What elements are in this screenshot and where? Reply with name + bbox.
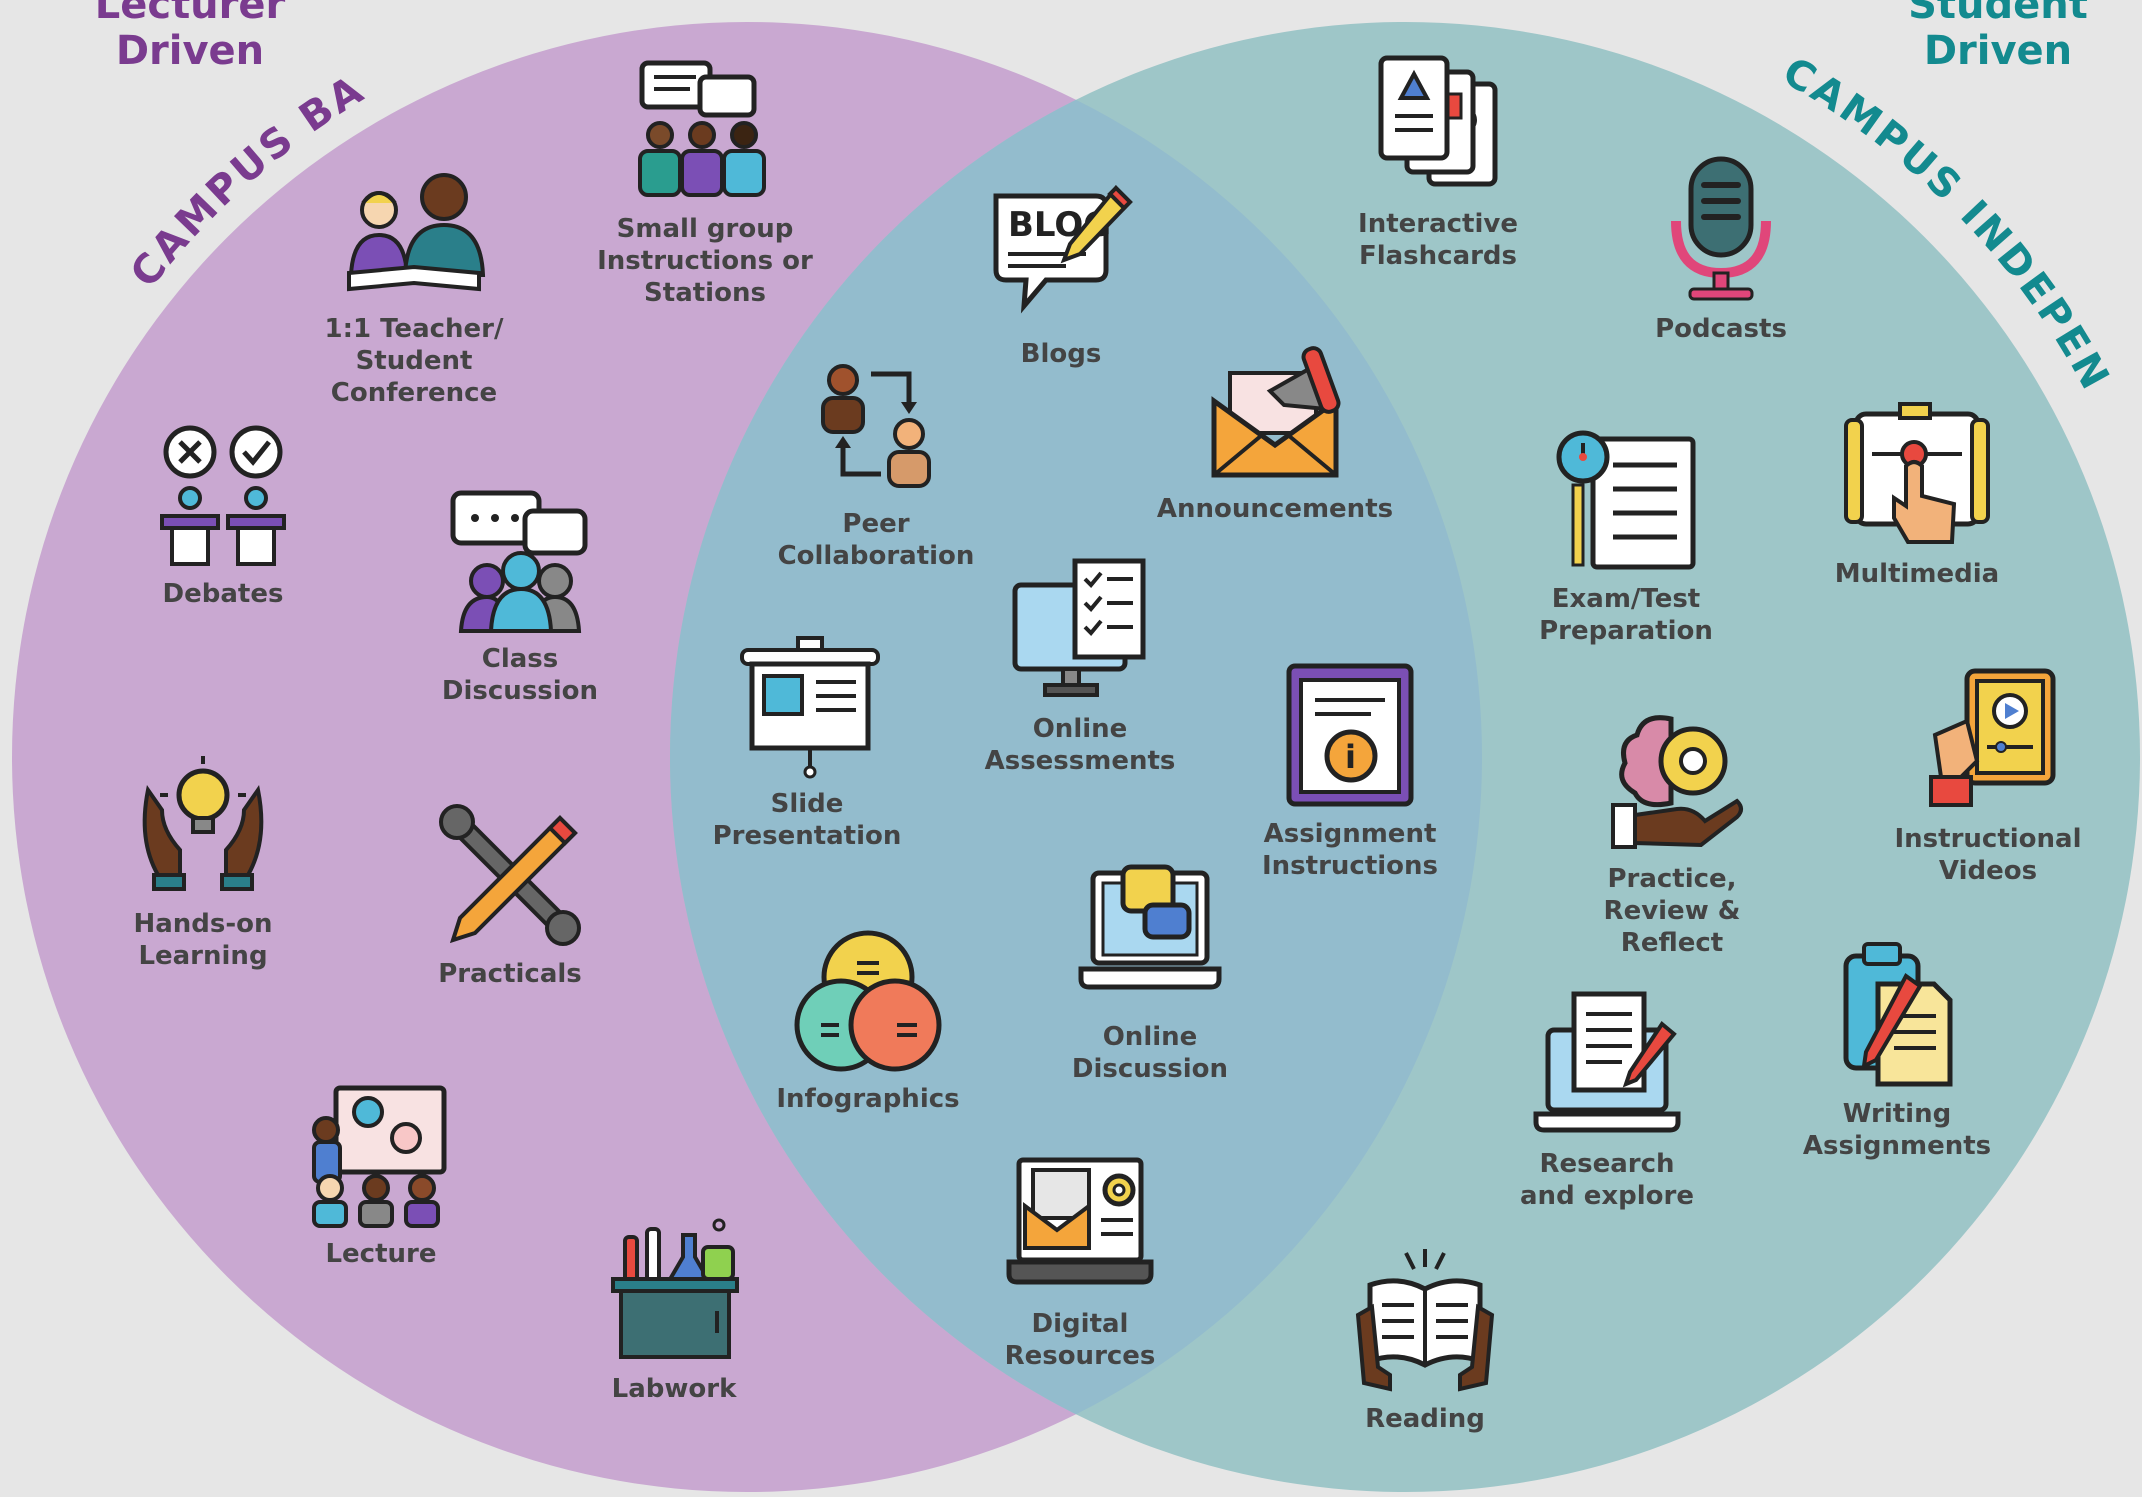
conference-icon xyxy=(347,173,486,292)
label-assignment-instructions: Assignment Instructions xyxy=(1261,819,1439,881)
clipboard-pencil-icon xyxy=(1843,942,1953,1087)
exam-icon xyxy=(1556,430,1696,570)
item-podcasts: Podcasts xyxy=(1571,155,1871,345)
item-flashcards: Interactive Flashcards xyxy=(1288,50,1588,272)
info-clipboard-icon: i xyxy=(1286,663,1414,807)
corner-label-right: Student Driven xyxy=(1908,0,2088,74)
label-online-assessments: Online Assessments xyxy=(984,714,1176,776)
corner-label-left: Lecturer Driven xyxy=(94,0,286,74)
item-research: Research and explore xyxy=(1457,990,1757,1212)
item-practice-reflect: Practice, Review & Reflect xyxy=(1522,705,1822,959)
item-debates: Debates xyxy=(73,420,373,610)
svg-text:i: i xyxy=(1345,738,1356,776)
item-labwork: Labwork xyxy=(524,1215,824,1405)
item-online-discussion: Online Discussion xyxy=(1000,863,1300,1085)
lecture-icon xyxy=(312,1085,447,1228)
laptop-mail-icon xyxy=(1006,1157,1154,1285)
label-podcasts: Podcasts xyxy=(1655,314,1787,344)
item-slide-presentation: Slide Presentation xyxy=(657,630,957,852)
item-small-group: Small group Instructions or Stations xyxy=(555,55,855,309)
item-assignment-instructions: i Assignment Instructions xyxy=(1200,660,1500,882)
label-flashcards: Interactive Flashcards xyxy=(1358,209,1518,271)
item-blogs: BLOG Blogs xyxy=(911,180,1211,370)
item-announcements: Announcements xyxy=(1125,335,1425,525)
label-class-discussion: Class Discussion xyxy=(441,644,599,706)
monitor-checklist-icon xyxy=(1012,558,1146,697)
label-practicals: Practicals xyxy=(438,959,582,989)
label-exam-prep: Exam/Test Preparation xyxy=(1539,584,1713,646)
item-digital-resources: Digital Resources xyxy=(930,1150,1230,1372)
item-practicals: Practicals xyxy=(360,800,660,990)
label-slide-presentation: Slide Presentation xyxy=(712,789,902,851)
label-small-group: Small group Instructions or Stations xyxy=(597,214,813,308)
label-lecture: Lecture xyxy=(325,1239,437,1269)
lightbulb-hands-icon xyxy=(142,756,264,891)
label-writing: Writing Assignments xyxy=(1802,1099,1992,1161)
flashcards-icon xyxy=(1378,55,1498,187)
label-online-discussion: Online Discussion xyxy=(1071,1022,1229,1084)
item-multimedia: Multimedia xyxy=(1767,400,2067,590)
item-online-assessments: Online Assessments xyxy=(930,555,1230,777)
item-instructional-videos: Instructional Videos xyxy=(1838,665,2138,887)
label-instructional-videos: Instructional Videos xyxy=(1894,824,2082,886)
blog-icon: BLOG xyxy=(993,185,1133,314)
label-research: Research and explore xyxy=(1520,1149,1694,1211)
microphone-icon xyxy=(1671,156,1771,301)
item-teacher-conference: 1:1 Teacher/ Student Conference xyxy=(264,155,564,409)
item-hands-on: Hands-on Learning xyxy=(53,750,353,972)
debate-icon xyxy=(160,425,286,566)
discussion-icon xyxy=(450,490,588,633)
tablet-video-icon xyxy=(1929,668,2056,807)
item-exam-prep: Exam/Test Preparation xyxy=(1476,425,1776,647)
label-infographics: Infographics xyxy=(776,1084,960,1114)
item-infographics: Infographics xyxy=(718,925,1018,1115)
laptop-document-icon xyxy=(1533,991,1681,1133)
label-teacher-conference: 1:1 Teacher/ Student Conference xyxy=(324,314,504,408)
item-peer-collab: Peer Collaboration xyxy=(726,350,1026,572)
label-announcements: Announcements xyxy=(1156,494,1394,524)
label-labwork: Labwork xyxy=(611,1374,737,1404)
peer-icon xyxy=(821,364,931,488)
label-digital-resources: Digital Resources xyxy=(1004,1309,1156,1371)
group-meeting-icon xyxy=(638,60,766,197)
label-hands-on: Hands-on Learning xyxy=(133,909,273,971)
megaphone-envelope-icon xyxy=(1211,346,1341,478)
label-multimedia: Multimedia xyxy=(1834,559,2000,589)
label-reading: Reading xyxy=(1365,1404,1485,1434)
presentation-board-icon xyxy=(740,636,880,779)
item-class-discussion: Class Discussion xyxy=(370,485,670,707)
open-book-icon xyxy=(1355,1249,1495,1392)
item-writing: Writing Assignments xyxy=(1747,940,2047,1162)
label-practice-reflect: Practice, Review & Reflect xyxy=(1603,864,1741,958)
laptop-chat-icon xyxy=(1078,864,1222,990)
item-lecture: Lecture xyxy=(231,1080,531,1270)
lab-icon xyxy=(611,1218,739,1359)
label-peer-collab: Peer Collaboration xyxy=(777,509,975,571)
label-debates: Debates xyxy=(162,579,284,609)
touch-screen-icon xyxy=(1844,402,1990,544)
venn-icon xyxy=(794,930,942,1072)
label-blogs: Blogs xyxy=(1020,339,1102,369)
tools-icon xyxy=(439,804,581,946)
item-reading: Reading xyxy=(1275,1245,1575,1435)
brain-gear-icon xyxy=(1611,715,1743,849)
